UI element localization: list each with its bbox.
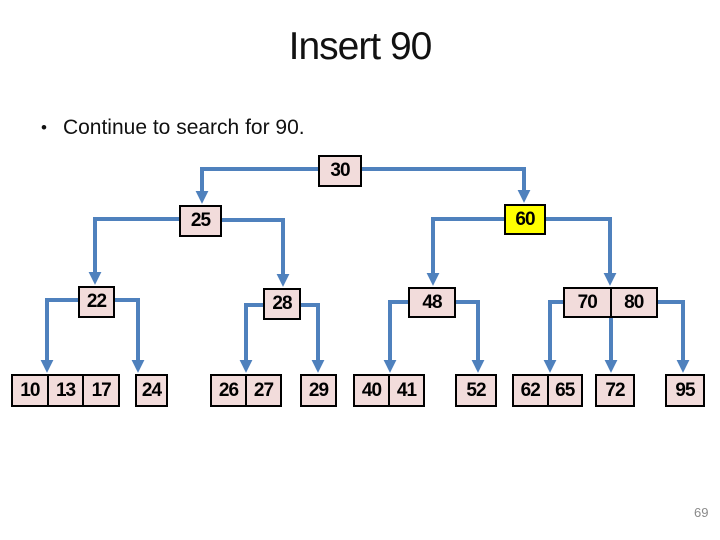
node-cell: 41 <box>388 376 423 405</box>
edge-7080-6265-arrow <box>543 300 563 373</box>
edge-60-7080-arrow <box>546 217 617 286</box>
node-cell: 72 <box>605 379 625 401</box>
tree-leaf-10-13-17: 10 13 17 <box>11 374 120 407</box>
edge-60-48-arrow <box>426 217 504 286</box>
node-cell: 48 <box>422 291 442 313</box>
tree-leaf-62-65: 62 65 <box>512 374 583 407</box>
node-cell: 26 <box>218 379 239 401</box>
node-cell: 52 <box>466 379 486 401</box>
tree-node-28: 28 <box>263 288 301 320</box>
tree-node-70-80: 70 80 <box>563 287 658 318</box>
edge-30-60-arrow <box>362 167 531 203</box>
tree-leaf-72: 72 <box>595 374 635 407</box>
tree-node-60-highlighted: 60 <box>504 204 546 235</box>
edge-7080-95-arrow <box>658 300 690 373</box>
node-cell: 10 <box>20 379 40 401</box>
tree-node-48: 48 <box>408 287 456 318</box>
tree-leaf-95: 95 <box>665 374 705 407</box>
edge-48-4041-arrow <box>383 300 408 373</box>
tree-node-25: 25 <box>179 205 222 237</box>
tree-leaf-40-41: 40 41 <box>353 374 425 407</box>
edge-28-2627-arrow <box>239 303 263 373</box>
node-cell: 25 <box>190 210 211 231</box>
edge-48-52-arrow <box>456 300 485 373</box>
edge-25-28-arrow <box>222 218 290 287</box>
tree-leaf-24: 24 <box>135 374 168 407</box>
tree-leaf-26-27: 26 27 <box>210 374 282 407</box>
node-cell: 60 <box>515 208 535 230</box>
tree-leaf-52: 52 <box>455 374 497 407</box>
tree-node-22: 22 <box>78 286 115 318</box>
node-cell: 13 <box>46 376 83 405</box>
node-cell: 29 <box>308 379 329 401</box>
bullet-text: Continue to search for 90. <box>62 116 305 139</box>
bullet-icon: • <box>41 118 47 137</box>
bullet-line: • Continue to search for 90. <box>41 114 305 141</box>
page-number: 69 <box>694 505 709 520</box>
node-cell: 40 <box>361 379 382 401</box>
slide-title: Insert 90 <box>288 25 433 68</box>
node-cell: 22 <box>86 291 107 312</box>
edge-22-101317-arrow <box>40 298 78 373</box>
node-cell: 80 <box>609 289 657 316</box>
edge-28-29-arrow <box>301 303 325 373</box>
tree-node-30: 30 <box>318 155 362 187</box>
edge-25-22-arrow <box>88 217 179 285</box>
node-cell: 17 <box>82 376 118 405</box>
node-cell: 95 <box>675 379 695 401</box>
node-cell: 70 <box>577 291 598 313</box>
node-cell: 65 <box>546 376 582 405</box>
edge-22-24-arrow <box>115 298 145 373</box>
edge-30-25-arrow <box>195 167 318 204</box>
node-cell: 28 <box>272 293 292 314</box>
node-cell: 27 <box>245 376 280 405</box>
tree-leaf-29: 29 <box>300 374 337 407</box>
node-cell: 24 <box>141 379 162 401</box>
node-cell: 30 <box>330 160 350 181</box>
node-cell: 62 <box>520 379 541 401</box>
